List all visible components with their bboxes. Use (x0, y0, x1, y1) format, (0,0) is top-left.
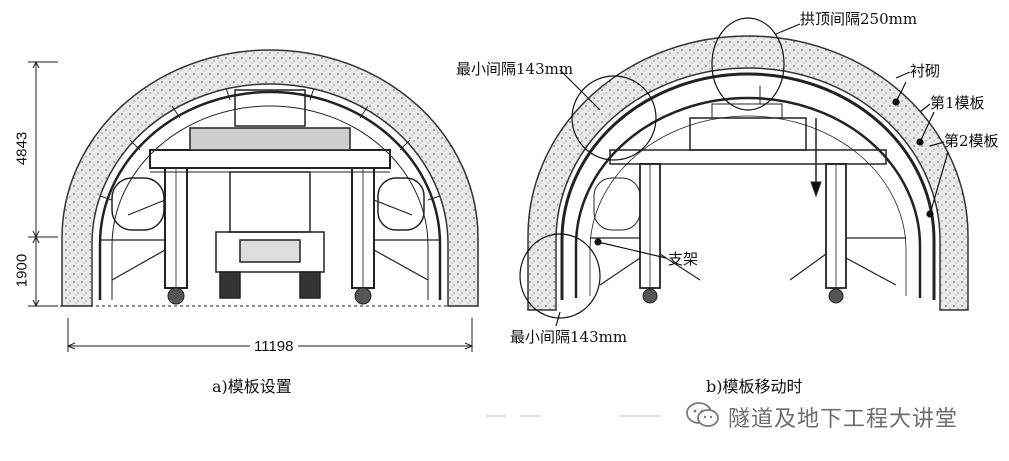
min-gap-upper-label: 最小间隔143mm (456, 60, 574, 78)
dim-height-top: 4843 (13, 131, 31, 166)
support-label: 支架 (668, 250, 699, 268)
min-gap-lower-circle (519, 233, 601, 319)
form1-label: 第1模板 (930, 94, 985, 112)
gantry-beam-b (609, 149, 887, 165)
min-gap-lower-label: 最小间隔143mm (510, 328, 628, 346)
min-gap-upper-circle (571, 75, 657, 161)
wechat-icon (686, 401, 720, 433)
lining-shell-a (61, 49, 479, 307)
braces-b (590, 237, 906, 286)
lining-shell-b (527, 35, 969, 311)
figure-a-drawing (60, 49, 480, 307)
callouts-b (519, 17, 949, 327)
figure-a-caption: a)模板设置 (212, 377, 292, 396)
form2-label: 第2模板 (944, 132, 999, 150)
lining-label: 衬砌 (910, 62, 941, 80)
gantry-beam-a (149, 149, 391, 169)
crown-gap-circle (711, 17, 785, 111)
watermark: 隧道及地下工程大讲堂 (686, 400, 958, 434)
formwork-ribs-a (99, 87, 441, 201)
form1-ring-b (560, 72, 936, 300)
dim-height-bottom: 1900 (13, 253, 31, 288)
braces-a (100, 199, 440, 281)
figure-b-caption: b)模板移动时 (706, 377, 803, 396)
crown-gap-label: 拱顶间隔250mm (800, 10, 918, 28)
truck-a (215, 171, 325, 299)
formwork-ring-a (98, 90, 442, 300)
form2-ring-b (574, 96, 922, 298)
figure-b-drawing (527, 35, 969, 311)
dim-width: 11198 (250, 338, 298, 355)
watermark-text: 隧道及地下工程大讲堂 (728, 407, 959, 432)
